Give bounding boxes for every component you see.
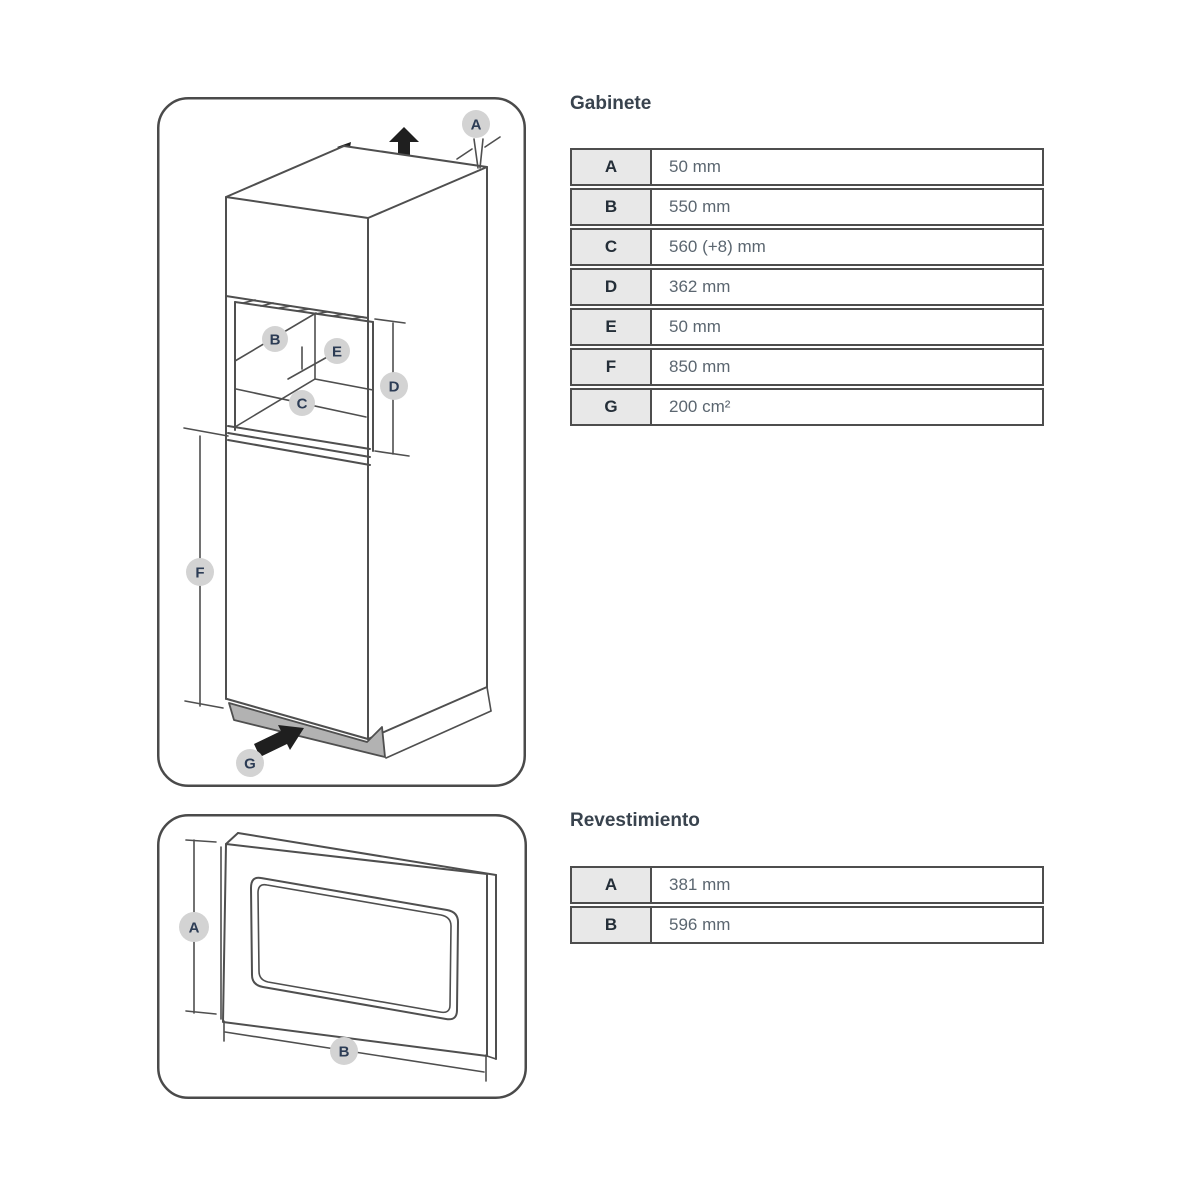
- svg-text:D: D: [389, 379, 400, 396]
- gabinete-dimension-table: A 50 mm B 550 mm C 560 (+8) mm D 362 mm …: [570, 148, 1044, 428]
- dimension-label: G: [572, 390, 652, 424]
- badge-c: C: [289, 390, 315, 416]
- dimension-value: 50 mm: [669, 157, 721, 176]
- dimension-label: C: [572, 230, 652, 264]
- trim-kit-diagram: A B: [157, 814, 527, 1099]
- badge-b: B: [262, 326, 288, 352]
- table-row: A 50 mm: [570, 148, 1044, 186]
- dimension-value: 50 mm: [669, 317, 721, 336]
- section-title-gabinete: Gabinete: [570, 93, 652, 114]
- diagram-frame: [157, 97, 526, 787]
- svg-text:C: C: [297, 396, 308, 413]
- section-title-revestimiento: Revestimiento: [570, 810, 700, 831]
- svg-text:E: E: [332, 344, 342, 361]
- dimension-value: 362 mm: [669, 277, 731, 296]
- svg-text:A: A: [471, 117, 482, 134]
- vent-arrow-g-icon: [254, 725, 304, 757]
- dimension-value: 200 cm²: [669, 397, 731, 416]
- cabinet-installation-diagram: A B E C D F G: [157, 97, 526, 787]
- vent-arrow-up-icon: [389, 127, 419, 157]
- badge-a: A: [179, 912, 209, 942]
- table-row: F 850 mm: [570, 348, 1044, 386]
- cabinet-outline: [225, 166, 492, 759]
- table-row: E 50 mm: [570, 308, 1044, 346]
- table-row: C 560 (+8) mm: [570, 228, 1044, 266]
- dimension-label: F: [572, 350, 652, 384]
- dimension-value: 850 mm: [669, 357, 731, 376]
- dimension-a-marks: [456, 136, 501, 169]
- dimension-value: 560 (+8) mm: [669, 237, 766, 256]
- dimension-label: B: [572, 190, 652, 224]
- dimension-value: 550 mm: [669, 197, 731, 216]
- dimension-value: 596 mm: [669, 915, 731, 934]
- dimension-value: 381 mm: [669, 875, 731, 894]
- dimension-label: B: [572, 908, 652, 942]
- badge-g: G: [236, 749, 264, 777]
- dimension-label: A: [572, 868, 652, 902]
- table-row: D 362 mm: [570, 268, 1044, 306]
- badge-d: D: [380, 372, 408, 400]
- table-row: A 381 mm: [570, 866, 1044, 904]
- trim-window-opening: [249, 876, 460, 1021]
- svg-text:B: B: [270, 332, 281, 349]
- svg-text:G: G: [244, 756, 256, 773]
- badge-b: B: [330, 1037, 358, 1065]
- table-row: B 596 mm: [570, 906, 1044, 944]
- svg-text:F: F: [195, 565, 204, 582]
- table-row: B 550 mm: [570, 188, 1044, 226]
- trim-frame-outline: [220, 832, 497, 1060]
- svg-text:A: A: [189, 920, 200, 937]
- svg-text:B: B: [339, 1044, 350, 1061]
- badge-a: A: [462, 110, 490, 138]
- dimension-label: D: [572, 270, 652, 304]
- vent-grille-plinth: [228, 702, 386, 758]
- dimension-label: A: [572, 150, 652, 184]
- badge-f: F: [186, 558, 214, 586]
- niche-opening: [225, 295, 374, 466]
- dimension-label: E: [572, 310, 652, 344]
- table-row: G 200 cm²: [570, 388, 1044, 426]
- cabinet-bottom-edge: [226, 698, 369, 740]
- badge-e: E: [324, 338, 350, 364]
- revestimiento-dimension-table: A 381 mm B 596 mm: [570, 866, 1044, 946]
